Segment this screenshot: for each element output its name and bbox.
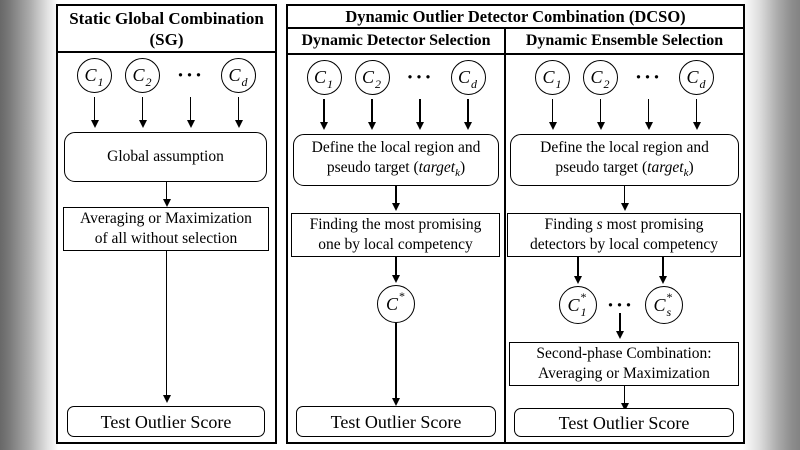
sg-title-line2: (SG) [149,29,184,49]
sg-test-outlier-score-box: Test Outlier Score [67,406,265,437]
ellipsis-dots: ··· [176,62,204,87]
finding-s-most-promising-box: Finding s most promising detectors by lo… [507,213,741,257]
sg-title-line1: Static Global Combination [69,8,264,28]
sg-panel-title: Static Global Combination (SG) [58,6,275,53]
finding-line1: Finding the most promising [309,216,482,233]
global-assumption-label: Global assumption [107,148,224,165]
flow-arrow [161,182,173,207]
finding-line2: one by local competency [318,236,473,253]
flow-arrow [691,99,703,130]
dds-subtitle: Dynamic Detector Selection [288,29,506,53]
define-line2: pseudo target (targetk) [326,158,466,179]
finding-line2: detectors by local competency [529,236,719,253]
flow-arrow [137,97,149,128]
flow-arrow [572,257,584,284]
flow-arrow [462,99,474,130]
finding-line1: Finding s most promising [544,216,704,233]
sg-arrow-row [58,97,275,128]
averaging-line2: of all without selection [94,230,238,247]
dcso-subheaders: Dynamic Detector Selection Dynamic Ensem… [288,29,743,55]
des-test-outlier-score-box: Test Outlier Score [514,408,734,437]
selected-detector-label-1: C*1 [567,290,587,319]
second-phase-line1: Second-phase Combination: [536,345,712,362]
finding-most-promising-box: Finding the most promising one by local … [291,213,500,257]
flow-arrow [619,186,631,211]
test-outlier-score-label: Test Outlier Score [330,411,462,432]
second-phase-line2: Averaging or Maximization [538,365,710,382]
averaging-line1: Averaging or Maximization [80,210,252,227]
define-line1: Define the local region and [311,138,481,156]
selected-detector-circle: C* [377,285,415,323]
dcso-panel: Dynamic Outlier Detector Combination (DC… [286,4,745,444]
selected-detector-circle-1: C*1 [558,286,597,324]
flow-arrow [643,99,655,130]
define-local-region-box: Define the local region and pseudo targe… [293,134,499,186]
flow-arrow [390,323,402,406]
test-outlier-score-label: Test Outlier Score [100,411,232,432]
selected-detector-circle-s: C*s [644,286,683,324]
dds-arrow-row [288,99,504,130]
selected-detector-label-s: C*s [653,290,673,319]
flow-arrow [185,97,197,128]
flow-arrow [657,257,669,284]
flow-arrow [414,99,426,130]
dcso-title-label: Dynamic Outlier Detector Combination (DC… [345,6,686,26]
define-line2: pseudo target (targetk) [555,158,694,179]
second-phase-combination-box: Second-phase Combination: Averaging or M… [509,342,739,386]
global-assumption-box: Global assumption [64,132,267,182]
flow-arrow [595,99,607,130]
des-subtitle: Dynamic Ensemble Selection [525,32,724,49]
flow-arrow [161,251,173,403]
selected-detectors-row: C*1 ··· C*s [506,286,735,324]
test-outlier-score-label: Test Outlier Score [558,412,690,433]
averaging-maximization-box: Averaging or Maximization of all without… [63,207,269,251]
define-line1: Define the local region and [540,138,709,156]
des-arrow-row [506,99,743,130]
flow-arrow [89,97,101,128]
flow-arrow [614,313,626,339]
flow-arrow [318,99,330,130]
selected-detector-label: C* [385,289,405,314]
dcso-panel-title: Dynamic Outlier Detector Combination (DC… [288,6,743,29]
flow-arrow [619,386,631,411]
dds-test-outlier-score-box: Test Outlier Score [296,406,496,437]
ellipsis-dots: ··· [406,64,434,89]
define-local-region-box: Define the local region and pseudo targe… [510,134,739,186]
ellipsis-dots: ··· [634,64,662,89]
flow-arrow [366,99,378,130]
flow-arrow [233,97,245,128]
flow-arrow [390,257,402,283]
flow-arrow [390,186,402,211]
flow-arrow [547,99,559,130]
